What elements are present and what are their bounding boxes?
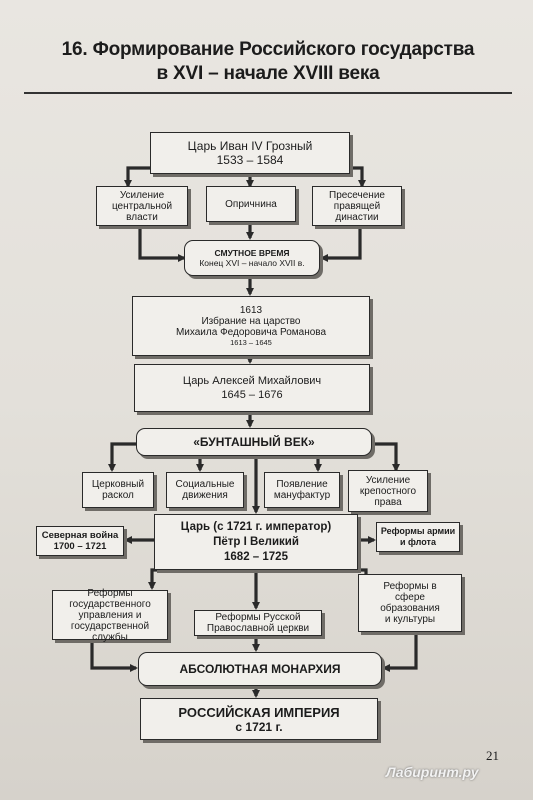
arrow-ivan-dynasty xyxy=(350,166,366,188)
node-dynasty-end-l1: Пресечение xyxy=(329,189,385,201)
node-manufactures: Появление мануфактур xyxy=(264,472,340,508)
arrow-dynasty-troubles xyxy=(320,226,362,262)
node-troubles-title: СМУТНОЕ ВРЕМЯ xyxy=(214,248,290,258)
page-number: 21 xyxy=(486,748,499,763)
node-serfdom: Усиление крепостного права xyxy=(348,470,428,512)
node-dynasty-end-l3: династии xyxy=(335,211,379,223)
node-social-l1: Социальные xyxy=(175,479,235,490)
node-troubles-period: Конец XVI – начало XVII в. xyxy=(199,258,305,268)
node-church-l2: Православной церкви xyxy=(206,623,310,634)
node-alexei-years: 1645 – 1676 xyxy=(221,389,283,401)
node-mikhail-years: 1613 – 1645 xyxy=(230,338,272,347)
node-ivan-iv-years: 1533 – 1584 xyxy=(216,153,284,167)
watermark: Лабиринт.ру xyxy=(386,764,479,780)
node-ivan-iv-name: Царь Иван IV Грозный xyxy=(187,139,313,153)
node-church-l1: Реформы Русской xyxy=(215,612,301,623)
page-title: 16. Формирование Российского государства… xyxy=(28,38,508,86)
node-church-schism: Церковный раскол xyxy=(82,472,154,508)
node-rebellious-age: «БУНТАШНЫЙ ВЕК» xyxy=(136,428,372,456)
node-mikhail-election: Избрание на царство xyxy=(201,316,301,327)
node-manufactures-l1: Появление xyxy=(276,479,328,490)
node-centralization: Усиление центральной власти xyxy=(96,186,188,226)
node-peter-name: Пётр I Великий xyxy=(213,535,299,548)
node-absolute-monarchy: АБСОЛЮТНАЯ МОНАРХИЯ xyxy=(138,652,382,686)
node-mikhail-romanov: 1613 Избрание на царство Михаила Федоров… xyxy=(132,296,370,356)
node-education-l4: и культуры xyxy=(384,614,436,625)
node-serfdom-l2: крепостного xyxy=(359,485,417,497)
node-peter-i: Царь (с 1721 г. император) Пётр I Велики… xyxy=(154,514,358,570)
arrow-centralization-troubles xyxy=(138,226,186,262)
node-time-of-troubles: СМУТНОЕ ВРЕМЯ Конец XVI – начало XVII в. xyxy=(184,240,320,276)
node-state-l3: управления и xyxy=(78,609,142,621)
node-army-l1: Реформы армии xyxy=(380,526,456,536)
node-education-l1: Реформы в xyxy=(383,581,437,592)
node-social-movements: Социальные движения xyxy=(166,472,244,508)
node-education-reforms: Реформы в сфере образования и культуры xyxy=(358,574,462,632)
node-serfdom-l3: права xyxy=(374,496,402,508)
arrow-rebellious-schism xyxy=(108,442,136,472)
node-state-l2: государственного xyxy=(69,598,151,610)
node-alexei: Царь Алексей Михайлович 1645 – 1676 xyxy=(134,364,370,412)
node-northern-war: Северная война 1700 – 1721 xyxy=(36,526,124,556)
arrow-education-absolutism xyxy=(382,632,418,672)
node-state-reforms: Реформы государственного управления и го… xyxy=(52,587,168,643)
arrow-ivan-centralization xyxy=(124,166,150,188)
node-rebellious-age-label: «БУНТАШНЫЙ ВЕК» xyxy=(193,434,315,449)
node-church-reforms: Реформы Русской Православной церкви xyxy=(194,610,322,636)
node-schism-l1: Церковный xyxy=(91,479,145,490)
node-army-l2: и флота xyxy=(400,537,436,547)
node-empire-year: с 1721 г. xyxy=(235,719,283,734)
node-army-reforms: Реформы армии и флота xyxy=(376,522,460,552)
node-empire-label: РОССИЙСКАЯ ИМПЕРИЯ xyxy=(178,704,340,720)
node-alexei-name: Царь Алексей Михайлович xyxy=(182,375,322,387)
node-oprichnina-label: Опричнина xyxy=(225,198,277,210)
node-dynasty-end: Пресечение правящей династии xyxy=(312,186,402,226)
node-absolutism-label: АБСОЛЮТНАЯ МОНАРХИЯ xyxy=(179,661,341,676)
node-peter-years: 1682 – 1725 xyxy=(224,550,288,563)
node-social-l2: движения xyxy=(182,490,228,501)
node-education-l2: сфере xyxy=(395,592,425,603)
node-peter-title: Царь (с 1721 г. император) xyxy=(180,520,332,533)
node-manufactures-l2: мануфактур xyxy=(273,490,331,501)
node-state-l1: Реформы xyxy=(87,587,133,599)
node-serfdom-l1: Усиление xyxy=(365,474,411,486)
title-divider xyxy=(24,92,512,94)
arrow-peter-state xyxy=(148,568,180,590)
node-russian-empire: РОССИЙСКАЯ ИМПЕРИЯ с 1721 г. xyxy=(140,698,378,740)
title-line-1: 16. Формирование Российского государства xyxy=(61,39,475,60)
arrow-state-absolutism xyxy=(90,640,138,672)
node-centralization-l1: Усиление xyxy=(119,189,165,201)
node-oprichnina: Опричнина xyxy=(206,186,296,222)
node-ivan-iv: Царь Иван IV Грозный 1533 – 1584 xyxy=(150,132,350,174)
node-state-l4: государственной xyxy=(70,620,150,632)
node-centralization-l2: центральной xyxy=(111,200,173,212)
node-centralization-l3: власти xyxy=(126,211,158,223)
node-state-l5: службы xyxy=(92,631,128,643)
node-mikhail-name: Михаила Федоровича Романова xyxy=(175,327,327,338)
node-schism-l2: раскол xyxy=(102,490,134,501)
node-northern-war-label: Северная война xyxy=(41,530,119,541)
arrow-rebellious-serfdom xyxy=(372,442,400,472)
node-mikhail-year: 1613 xyxy=(239,305,263,316)
node-dynasty-end-l2: правящей xyxy=(333,200,381,212)
node-education-l3: образования xyxy=(380,603,440,614)
node-northern-war-years: 1700 – 1721 xyxy=(53,541,107,552)
title-line-2: в XVI – начале XVIII века xyxy=(156,63,380,84)
